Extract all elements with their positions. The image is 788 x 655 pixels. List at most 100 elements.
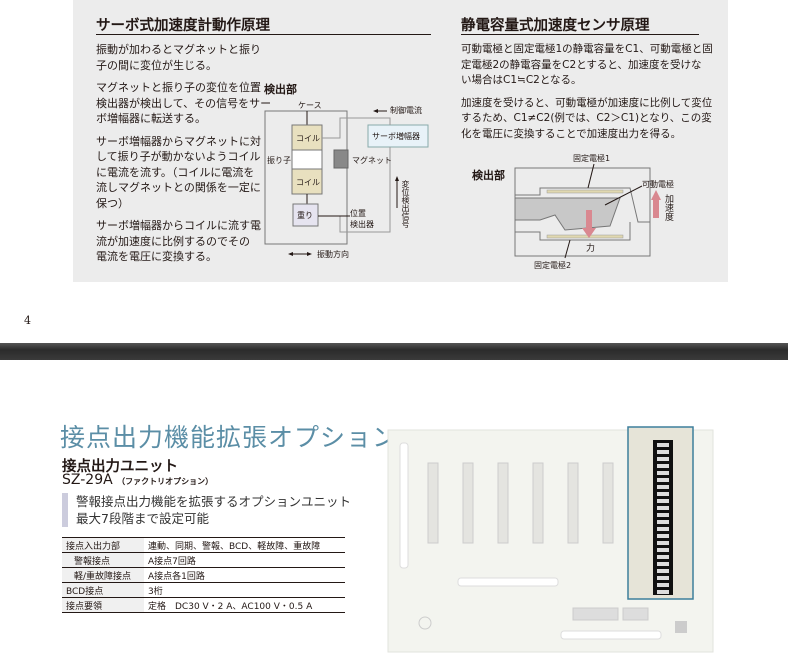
label-movable-electrode: 可動電極 [642, 180, 674, 189]
capacitive-text: 可動電極と固定電極1の静電容量をC1、可動電極と固定電極2の静電容量をC2とする… [461, 42, 713, 142]
text-line: 化を電圧に変換することで加速度出力を得る。 [461, 127, 682, 140]
spec-key: 軽/重故障接点 [62, 567, 144, 583]
terminal-screw [657, 506, 669, 510]
model-number: SZ-29A （ファクトリオプション） [62, 472, 213, 488]
text-line: に電流を流す。（コイルに電流を [96, 165, 255, 179]
terminal-screw [657, 590, 669, 594]
text-line: 子の間に変位が生じる。 [96, 58, 217, 72]
spec-value: 3桁 [144, 582, 345, 598]
unit-name: 接点出力ユニット [62, 459, 178, 475]
spec-value: 定格 DC30 V・2 A、AC100 V・0.5 A [144, 597, 345, 613]
terminal-block [427, 462, 439, 544]
terminal-screw [657, 513, 669, 517]
text-line: い場合はC1≒C2となる。 [461, 74, 582, 86]
text-line: 保つ） [96, 196, 129, 210]
spec-value: A接点7回路 [144, 552, 345, 568]
text-line: 定電極2の静電容量をC2とすると、加速度を受けな [461, 58, 702, 71]
capacitive-diagram: 検出部 固定電極1 可動電極 加速度 力 固定電極2 [470, 150, 690, 275]
label-displacement-signal: 変位検出信号 [401, 180, 410, 228]
label-position-detector: 検出器 [350, 220, 374, 229]
terminal-screw [657, 492, 669, 496]
label-magnet: マグネット [352, 156, 392, 165]
terminal-screw [657, 464, 669, 468]
label-force: 力 [586, 244, 596, 254]
text-line: 電流を電圧に変換する。 [96, 250, 217, 263]
terminal-block [567, 462, 579, 544]
spec-key: 接点入出力部 [62, 537, 144, 553]
servo-text: 振動が加わるとマグネットと振り子の間に変位が生じる。 マグネットと振り子の変位を… [96, 42, 271, 265]
terminal-screw [657, 583, 669, 587]
text-line: 加速度を受けると、可動電極が加速度に比例して変位 [461, 96, 713, 109]
terminal-screw [657, 541, 669, 545]
text-line: するため、C1≠C2(例では、C2＞C1)となり、この変 [461, 112, 712, 124]
spec-key: 警報接点 [62, 552, 144, 568]
spec-key: 接点要領 [62, 597, 144, 613]
device-photo [387, 426, 714, 653]
terminal-screw [657, 478, 669, 482]
spec-value: A接点各1回路 [144, 567, 345, 583]
terminal-screw [657, 562, 669, 566]
text-line: 流が加速度に比例するのでその [96, 234, 250, 248]
terminal-screw [657, 527, 669, 531]
text-line: ボ増幅器に転送する。 [96, 112, 206, 125]
servo-diagram: 検出部 ケース 制御電流 コイル サーボ増幅器 振り子 マグネット コイル 重り… [260, 78, 440, 268]
terminal-screw [657, 569, 669, 573]
model: SZ-29A [62, 472, 113, 488]
text-line: マグネットと振り子の変位を位置 [96, 81, 261, 94]
capacitive-diagram-lines [514, 163, 661, 259]
label-fixed-electrode-2: 固定電極2 [534, 261, 572, 270]
text-line: 流しマグネットとの関係を一定に [96, 181, 261, 194]
spec-key: BCD接点 [62, 582, 144, 598]
text-line: サーボ増幅器からマグネットに対 [96, 134, 261, 148]
terminal-screw [657, 548, 669, 552]
servo-diagram-lines [264, 109, 429, 256]
label-position-detector: 位置 [350, 209, 366, 218]
servo-title: サーボ式加速度計動作原理 [96, 18, 270, 34]
terminal-screw [657, 443, 669, 447]
divider [461, 34, 699, 35]
terminal-block [462, 462, 474, 544]
text-line: して振り子が動かないようコイル [96, 150, 261, 163]
diagram-heading: 検出部 [472, 169, 505, 182]
option-title: 接点出力機能拡張オプション [60, 423, 399, 452]
table-row: 接点入出力部連動、同期、警報、BCD、軽故障、重故障 [62, 537, 345, 553]
divider [96, 34, 431, 35]
table-row: 接点要領定格 DC30 V・2 A、AC100 V・0.5 A [62, 597, 345, 613]
page-number: 4 [24, 314, 31, 327]
label-vibration-direction: 振動方向 [317, 250, 349, 259]
terminal-screw [657, 457, 669, 461]
terminal-screw [657, 485, 669, 489]
label-coil: コイル [296, 134, 320, 143]
text-line: 振動が加わるとマグネットと振り [96, 43, 261, 56]
label-control-current: 制御電流 [390, 106, 422, 115]
terminal-block [532, 462, 544, 544]
terminal-screw [657, 555, 669, 559]
terminal-block [602, 462, 614, 544]
label-pendulum: 振り子 [267, 156, 291, 165]
label-fixed-electrode-1: 固定電極1 [573, 154, 611, 163]
label-servo-amp: サーボ増幅器 [372, 132, 420, 141]
label-acceleration: 加速度 [663, 194, 673, 221]
capacitive-title: 静電容量式加速度センサ原理 [461, 18, 650, 34]
spec-value: 連動、同期、警報、BCD、軽故障、重故障 [144, 537, 345, 553]
terminal-screw [657, 450, 669, 454]
terminal-block [497, 462, 509, 544]
terminal-screw [657, 471, 669, 475]
lead-line: 警報接点出力機能を拡張するオプションユニット [76, 494, 352, 509]
label-coil: コイル [296, 178, 320, 187]
text-line: 可動電極と固定電極1の静電容量をC1、可動電極と固 [461, 43, 713, 55]
terminal-screw [657, 499, 669, 503]
diagram-heading: 検出部 [264, 83, 297, 96]
text-line: 検出器が検出して、その信号をサー [96, 96, 272, 110]
label-weight: 重り [297, 211, 313, 220]
text-line: サーボ増幅器からコイルに流す電 [96, 219, 261, 232]
label-case: ケース [298, 101, 322, 110]
page-separator [0, 343, 788, 360]
terminal-screw [657, 534, 669, 538]
terminal-screw [657, 576, 669, 580]
lead-text: 警報接点出力機能を拡張するオプションユニット最大7段階まで設定可能 [62, 493, 351, 527]
